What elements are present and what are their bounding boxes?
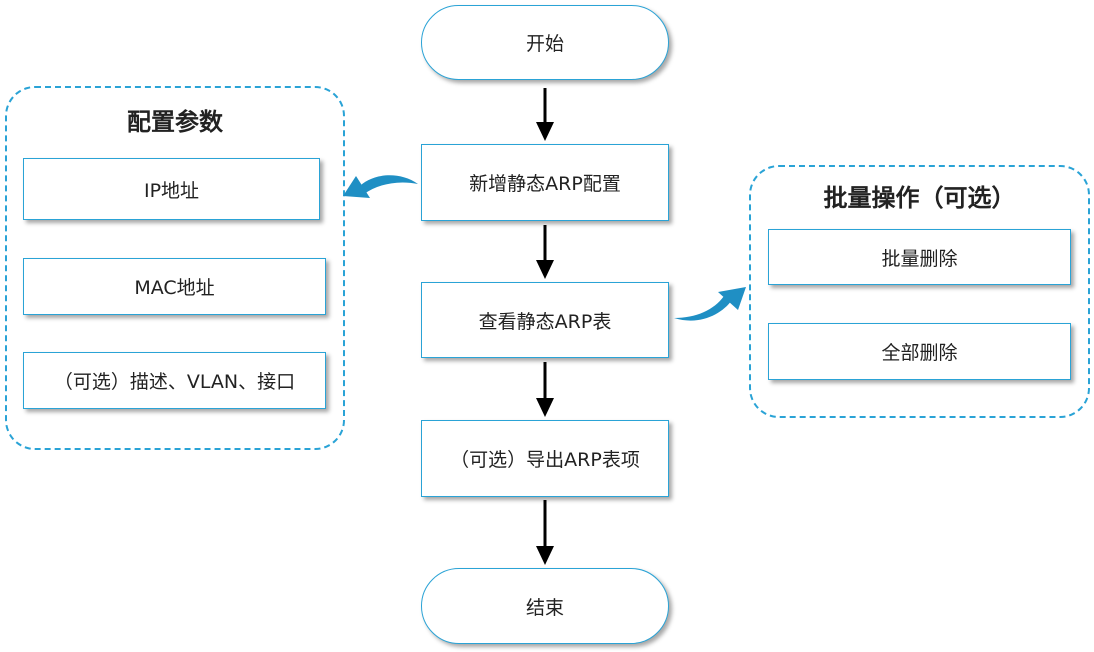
curved-arrow-to-batch-operations: [674, 287, 746, 321]
curved-arrow-to-config-params: [343, 175, 418, 198]
batch-operations-title: 批量操作（可选）: [823, 184, 1016, 212]
arrow-step3-to-end: [536, 500, 554, 565]
arrow-start-to-step1: [536, 88, 554, 141]
config-params-group: [5, 86, 345, 450]
mac-address-box: MAC地址: [23, 258, 326, 315]
ip-address-box: IP地址: [23, 158, 320, 220]
add-static-arp-step: 新增静态ARP配置: [421, 144, 669, 221]
config-params-title: 配置参数: [127, 108, 223, 136]
delete-all-box: 全部删除: [768, 323, 1071, 380]
batch-delete-box: 批量删除: [768, 229, 1071, 285]
optional-desc-vlan-interface-box: （可选）描述、VLAN、接口: [23, 352, 326, 409]
end-node: 结束: [421, 568, 669, 644]
arrow-step2-to-step3: [536, 362, 554, 417]
batch-operations-group: [749, 165, 1090, 418]
view-static-arp-table-step: 查看静态ARP表: [421, 282, 669, 358]
start-node: 开始: [421, 5, 669, 80]
export-arp-entries-step: （可选）导出ARP表项: [421, 420, 669, 497]
arrow-step1-to-step2: [536, 225, 554, 279]
